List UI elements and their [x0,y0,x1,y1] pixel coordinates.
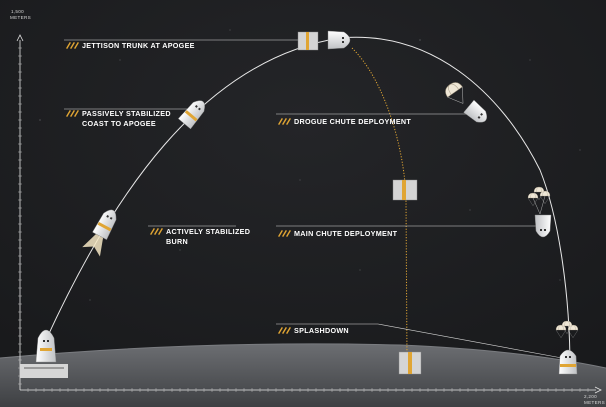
label-main-chute: MAIN CHUTE DEPLOYMENT [294,229,398,238]
capsule-on-pad-icon [35,329,57,363]
falling-trunk-icon [392,179,418,201]
coast-capsule-icon [178,100,205,130]
accent-main [278,230,291,237]
trunk-fall-path [351,47,408,361]
x-axis-ticks [27,388,589,392]
accent-jettison [66,42,79,49]
y-axis-value: 1,500 [11,9,24,14]
accent-burn [150,228,163,235]
trajectory-arc [45,36,571,369]
label-accents [66,42,291,334]
accent-drogue [278,118,291,125]
trunk-at-apogee-icon [297,31,319,51]
burn-capsule-icon [82,209,117,257]
leader-splashdown [276,323,563,359]
axes: 1,500 METERS 2,200 METERS [10,9,605,405]
label-coast-line2: COAST TO APOGEE [82,119,156,128]
ground-surface [0,343,606,407]
y-axis-arrow [16,34,24,42]
drogue-capsule-icon [463,99,487,123]
ground-highlight [0,343,606,369]
trunk-splashdown-icon [398,351,422,375]
label-burn-line1: ACTIVELY STABILIZED [166,227,250,236]
label-jettison: JETTISON TRUNK AT APOGEE [82,41,195,50]
label-burn-line2: BURN [166,237,188,246]
launch-pad [20,364,68,378]
apogee-capsule-icon [327,30,351,50]
label-splashdown: SPLASHDOWN [294,326,349,335]
x-axis-value: 2,200 [584,394,597,399]
splashdown-capsule-icon [558,349,578,375]
x-axis-arrow [594,386,602,394]
main-chute-icon [527,186,551,215]
label-coast-line1: PASSIVELY STABILIZED [82,109,171,118]
label-drogue: DROGUE CHUTE DEPLOYMENT [294,117,411,126]
y-axis-unit: METERS [10,15,31,20]
stars [39,29,581,301]
accent-coast [66,110,79,117]
launch-pad-capsule [20,329,68,378]
accent-splashdown [278,327,291,334]
x-axis-unit: METERS [584,400,605,405]
main-chute-capsule-icon [534,214,552,238]
leader-lines [64,39,563,359]
